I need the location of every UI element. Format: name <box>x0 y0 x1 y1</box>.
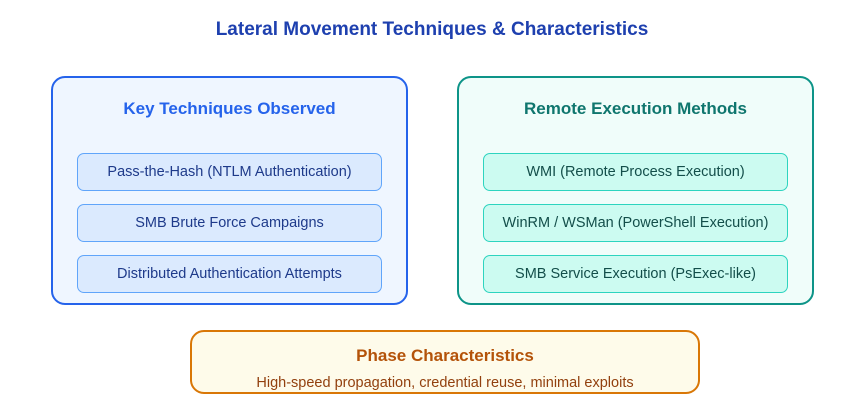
method-item: SMB Service Execution (PsExec-like) <box>483 255 788 293</box>
phase-description: High-speed propagation, credential reuse… <box>256 375 634 391</box>
diagram-title: Lateral Movement Techniques & Characteri… <box>215 19 649 40</box>
method-item: WinRM / WSMan (PowerShell Execution) <box>483 204 788 242</box>
method-item: WMI (Remote Process Execution) <box>483 153 788 191</box>
panel-title: Key Techniques Observed <box>123 99 336 118</box>
technique-item: Pass-the-Hash (NTLM Authentication) <box>77 153 382 191</box>
panel-title: Remote Execution Methods <box>524 99 747 118</box>
technique-item: Distributed Authentication Attempts <box>77 255 382 293</box>
panel-title: Phase Characteristics <box>356 346 534 365</box>
phase-characteristics-panel: Phase Characteristics High-speed propaga… <box>190 330 700 394</box>
key-techniques-panel: Key Techniques Observed Pass-the-Hash (N… <box>51 76 408 305</box>
remote-execution-panel: Remote Execution Methods WMI (Remote Pro… <box>457 76 814 305</box>
technique-item: SMB Brute Force Campaigns <box>77 204 382 242</box>
